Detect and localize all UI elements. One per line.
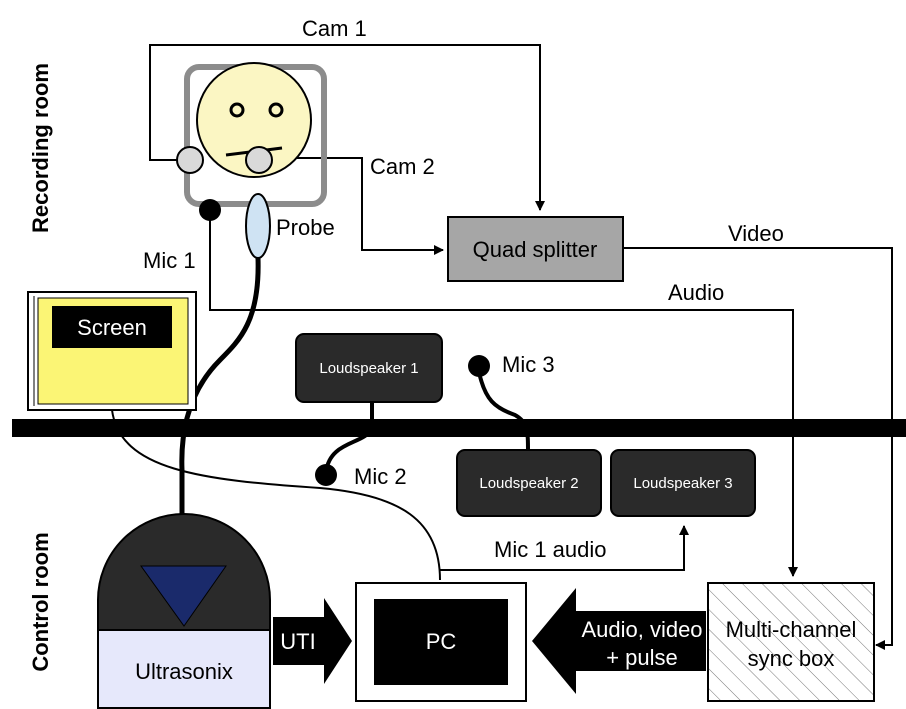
ultrasonix-transducer-icon [140, 565, 227, 627]
audio-video-pulse-arrow [532, 588, 706, 694]
mic1-audio-cable [209, 215, 798, 577]
screen-label-box [52, 306, 172, 348]
cam2-label: Cam 2 [370, 154, 435, 179]
mic3-icon [468, 355, 490, 377]
recording-room-label: Recording room [28, 63, 53, 233]
left-eye [229, 102, 245, 118]
mic2-cable [324, 402, 374, 473]
probe-label: Probe [276, 215, 335, 240]
pc-screen [374, 599, 508, 685]
right-eye [268, 102, 284, 118]
sync-box-label-line1: Multi-channel [726, 617, 857, 642]
cam1-camera [176, 146, 204, 174]
loudspeaker-3-box [610, 449, 756, 517]
quad-splitter-label: Quad splitter [473, 237, 598, 262]
cam1-label: Cam 1 [302, 16, 367, 41]
mic2-icon [315, 464, 337, 486]
pc-label: PC [426, 629, 457, 654]
uti-arrow [273, 598, 352, 684]
loudspeaker-1-box [295, 333, 443, 403]
ultrasonix-label: Ultrasonix [135, 659, 233, 684]
ultrasonix-base [97, 629, 271, 709]
sync-box [707, 582, 875, 702]
face [196, 62, 312, 178]
mic3-label: Mic 3 [502, 352, 555, 377]
screen-label: Screen [77, 315, 147, 340]
sync-box-label-line2: sync box [748, 646, 835, 671]
mic1-audio-out-cable [440, 525, 689, 571]
cam1-cable [149, 44, 545, 211]
mic1-audio-label: Mic 1 audio [494, 537, 607, 562]
mic2-label: Mic 2 [354, 464, 407, 489]
audio-label: Audio [668, 280, 724, 305]
control-room-label: Control room [28, 532, 53, 671]
loudspeaker-2-label: Loudspeaker 2 [479, 475, 578, 492]
avp-label-line2: + pulse [606, 645, 678, 670]
video-cable [623, 247, 893, 650]
mic3-cable [477, 371, 530, 453]
screen-cable [111, 409, 441, 581]
cam2-camera [245, 146, 273, 174]
probe-cable [179, 257, 261, 540]
mic1-label: Mic 1 [143, 248, 196, 273]
loudspeaker-1-label: Loudspeaker 1 [319, 360, 418, 377]
video-label: Video [728, 221, 784, 246]
room-divider [12, 419, 906, 437]
avp-label-line1: Audio, video [581, 617, 702, 642]
loudspeaker-2-box [456, 449, 602, 517]
cam2-cable [272, 157, 444, 255]
uti-label: UTI [280, 629, 315, 654]
loudspeaker-3-label: Loudspeaker 3 [633, 475, 732, 492]
mic1-icon [199, 199, 221, 221]
probe [245, 193, 271, 259]
quad-splitter-box [447, 216, 624, 282]
